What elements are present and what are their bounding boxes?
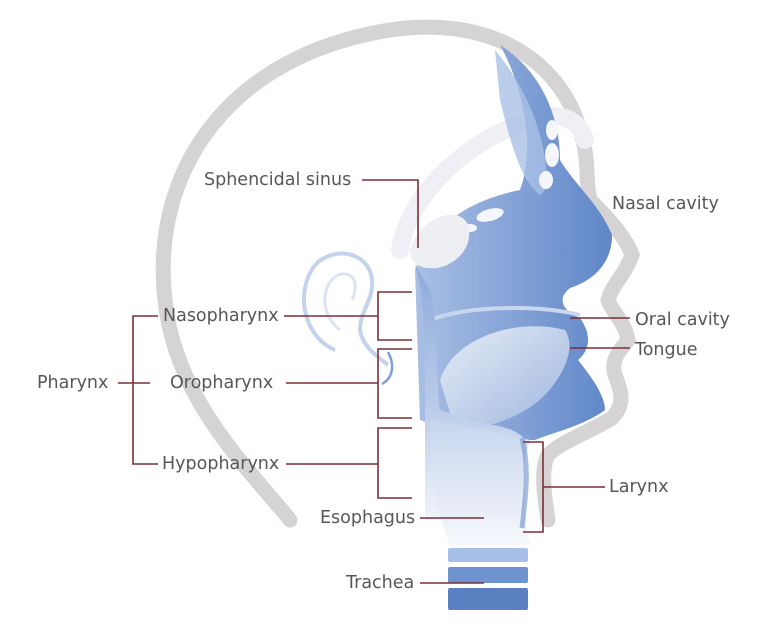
trachea-ring-2 — [448, 567, 528, 583]
turbinate-4 — [476, 208, 504, 222]
nasal-column — [495, 50, 547, 195]
palate — [429, 306, 581, 322]
label-trachea: Trachea — [346, 573, 415, 593]
tongue-shape — [440, 326, 570, 430]
sphenoidal-sinus — [410, 214, 470, 269]
label-sphenoidal-sinus: Sphencidal sinus — [204, 170, 352, 190]
label-nasopharynx: Nasopharynx — [163, 306, 279, 326]
ear-inner — [323, 272, 357, 332]
neck — [430, 420, 530, 545]
ear — [302, 251, 390, 367]
bracket-nasopharynx — [377, 291, 412, 341]
bracket-pharynx — [132, 315, 158, 465]
bracket-hypopharynx — [377, 427, 412, 499]
label-oropharynx: Oropharynx — [170, 373, 274, 393]
trachea-ring-3 — [448, 588, 528, 610]
label-nasal-cavity: Nasal cavity — [612, 194, 719, 214]
label-pharynx: Pharynx — [37, 373, 109, 393]
label-larynx: Larynx — [609, 477, 669, 497]
ear-lobe — [381, 351, 394, 386]
leader-sphenoidal — [362, 179, 419, 248]
label-hypopharynx: Hypopharynx — [162, 454, 280, 474]
turbinate-3 — [539, 171, 553, 189]
label-tongue: Tongue — [635, 340, 698, 360]
skull-band — [391, 107, 594, 259]
label-esophagus: Esophagus — [320, 508, 416, 528]
bracket-oropharynx — [377, 348, 412, 419]
trachea-ring-1 — [448, 548, 528, 562]
label-oral-cavity: Oral cavity — [635, 310, 730, 330]
leader-lines — [118, 179, 630, 584]
larynx-strip — [519, 437, 529, 529]
turbinate-1 — [546, 120, 558, 140]
turbinate-2 — [545, 143, 559, 167]
